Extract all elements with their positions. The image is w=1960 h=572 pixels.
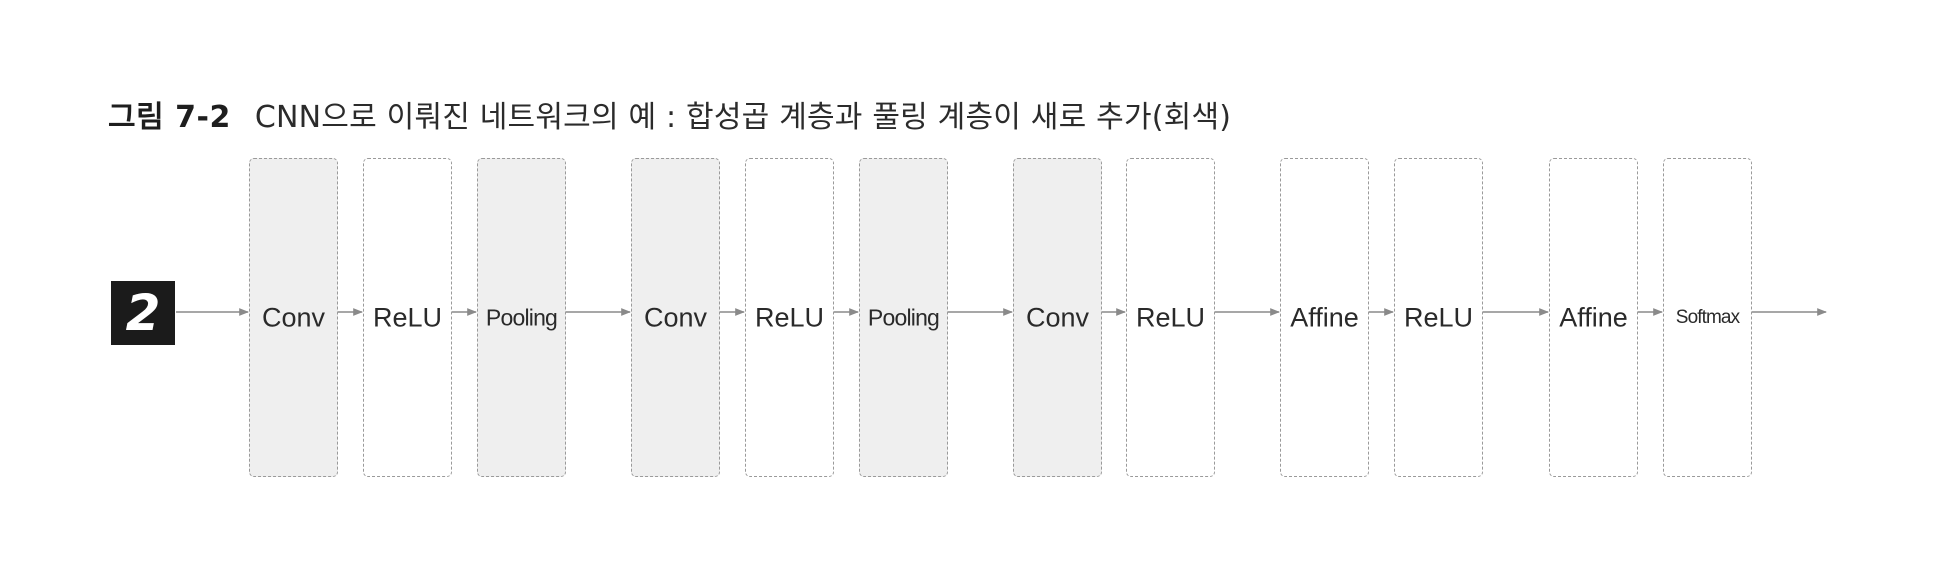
- figure-caption: 그림 7-2 CNN으로 이뤄진 네트워크의 예 : 합성곱 계층과 풀링 계층…: [108, 92, 1231, 136]
- figure-number: 그림 7-2: [108, 100, 231, 135]
- layer-box-affine: Affine: [1280, 158, 1369, 477]
- layer-label: Affine: [1559, 302, 1628, 332]
- layer-label: ReLU: [372, 302, 443, 332]
- layer-label: ReLU: [1403, 302, 1474, 332]
- layer-label: ReLU: [1135, 302, 1206, 332]
- layer-label: Pooling: [867, 304, 940, 330]
- layer-label: Softmax: [1675, 306, 1740, 328]
- input-digit-image: 2: [111, 281, 175, 345]
- layer-box-pooling: Pooling: [859, 158, 948, 477]
- layer-box-pooling: Pooling: [477, 158, 566, 477]
- layer-box-relu: ReLU: [363, 158, 452, 477]
- layer-box-affine: Affine: [1549, 158, 1638, 477]
- layer-label: Conv: [261, 302, 326, 332]
- layer-box-conv: Conv: [631, 158, 720, 477]
- layer-box-relu: ReLU: [1126, 158, 1215, 477]
- layer-box-conv: Conv: [1013, 158, 1102, 477]
- layer-label: Pooling: [485, 304, 558, 330]
- figure-caption-text: CNN으로 이뤄진 네트워크의 예 : 합성곱 계층과 풀링 계층이 새로 추가…: [254, 100, 1232, 135]
- layer-box-conv: Conv: [249, 158, 338, 477]
- layer-label: Affine: [1290, 302, 1359, 332]
- layer-label: ReLU: [754, 302, 825, 332]
- layer-label: Conv: [643, 302, 708, 332]
- layer-box-relu: ReLU: [1394, 158, 1483, 477]
- layer-label: Conv: [1025, 302, 1090, 332]
- layer-box-softmax: Softmax: [1663, 158, 1752, 477]
- layer-box-relu: ReLU: [745, 158, 834, 477]
